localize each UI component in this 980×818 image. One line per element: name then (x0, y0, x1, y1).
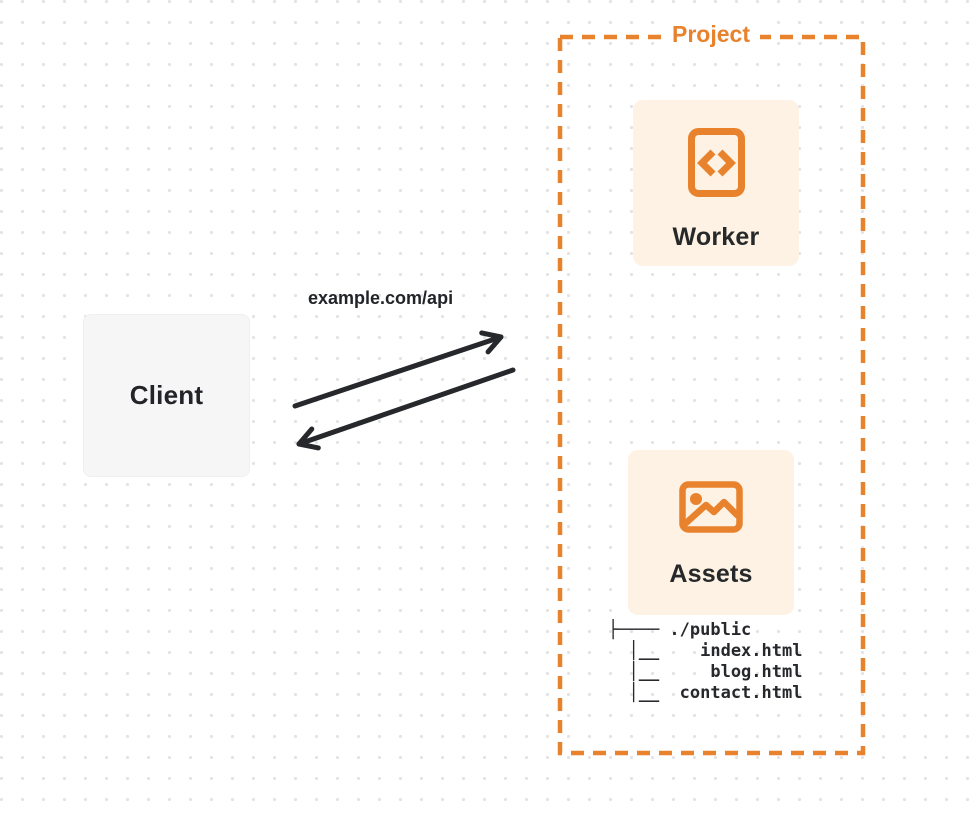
request-arrow (292, 330, 504, 409)
client-node: Client (83, 314, 250, 477)
image-icon (679, 481, 743, 533)
client-label: Client (129, 380, 204, 410)
worker-node: Worker (633, 100, 799, 266)
project-boundary (557, 34, 866, 756)
file-tree-line: │__ contact.html (608, 683, 803, 703)
response-arrow (296, 367, 516, 451)
assets-file-tree: ├──── ./public │__ index.html │__ blog.h… (608, 620, 802, 704)
code-file-icon (687, 128, 745, 197)
assets-label: Assets (669, 560, 753, 588)
project-label: Project (662, 21, 760, 48)
file-tree-line: ├──── ./public (608, 620, 752, 640)
file-tree-line: │__ index.html (608, 641, 803, 661)
file-tree-line: │__ blog.html (608, 662, 803, 682)
worker-label: Worker (672, 223, 760, 251)
request-url-label: example.com/api (308, 288, 454, 308)
assets-node: Assets (628, 450, 794, 615)
